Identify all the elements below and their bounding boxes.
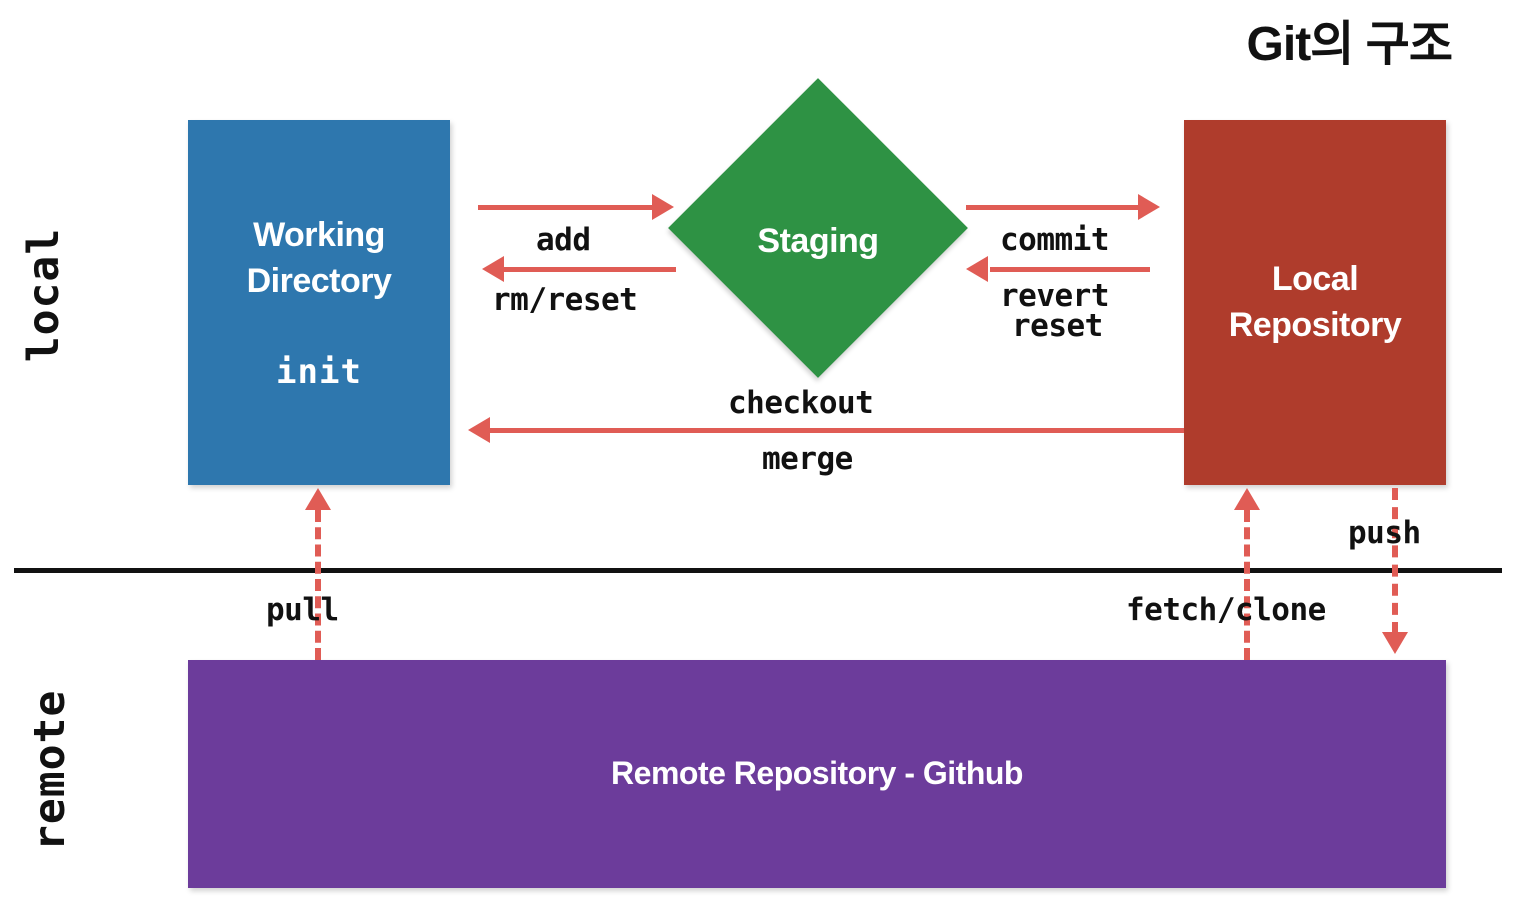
arrow-add-head-icon xyxy=(652,194,674,220)
local-remote-divider xyxy=(14,568,1502,573)
page-title: Git의 구조 xyxy=(1246,18,1453,71)
node-working-directory-command: init xyxy=(276,352,362,393)
arrow-push-line xyxy=(1392,488,1398,634)
arrow-commit-line xyxy=(966,205,1142,210)
arrow-checkout-merge-head-icon xyxy=(468,417,490,443)
node-local-repository[interactable]: Local Repository xyxy=(1184,120,1446,485)
arrow-fetch-clone-line xyxy=(1244,510,1250,660)
edge-label-reset: reset xyxy=(1012,308,1103,344)
arrow-rm-reset-line xyxy=(504,267,676,272)
edge-label-push: push xyxy=(1348,515,1421,551)
node-local-repository-title-line1: Local xyxy=(1271,259,1359,298)
section-label-remote: remote xyxy=(25,689,75,851)
arrow-commit-head-icon xyxy=(1138,194,1160,220)
edge-label-merge: merge xyxy=(762,441,853,477)
node-staging-label: Staging xyxy=(757,222,879,260)
node-working-directory-title: Working Directory xyxy=(247,213,392,305)
node-working-directory[interactable]: Working Directory init xyxy=(188,120,450,485)
arrow-push-head-icon xyxy=(1382,632,1408,654)
arrow-rm-reset-head-icon xyxy=(482,256,504,282)
arrow-revert-reset-line xyxy=(990,267,1150,272)
arrow-revert-reset-head-icon xyxy=(966,256,988,282)
edge-label-fetch-clone: fetch/clone xyxy=(1126,592,1326,628)
arrow-pull-head-icon xyxy=(305,488,331,510)
edge-label-rm-reset: rm/reset xyxy=(492,282,638,318)
node-remote-repository[interactable]: Remote Repository - Github xyxy=(188,660,1446,888)
section-label-local: local xyxy=(19,227,69,363)
edge-label-checkout: checkout xyxy=(728,385,874,421)
arrow-fetch-clone-head-icon xyxy=(1234,488,1260,510)
arrow-add-line xyxy=(478,205,656,210)
node-local-repository-title-line2: Repository xyxy=(1228,305,1402,344)
edge-label-pull: pull xyxy=(266,592,339,628)
node-working-directory-title-line2: Directory xyxy=(246,261,392,300)
arrow-pull-line xyxy=(315,510,321,660)
arrow-checkout-merge-line xyxy=(490,428,1184,433)
node-working-directory-title-line1: Working xyxy=(253,215,385,254)
node-local-repository-title: Local Repository xyxy=(1229,257,1402,349)
edge-label-commit: commit xyxy=(1000,222,1109,258)
edge-label-revert: revert xyxy=(1000,278,1109,314)
edge-label-add: add xyxy=(536,222,591,258)
node-remote-repository-title: Remote Repository - Github xyxy=(611,755,1023,792)
